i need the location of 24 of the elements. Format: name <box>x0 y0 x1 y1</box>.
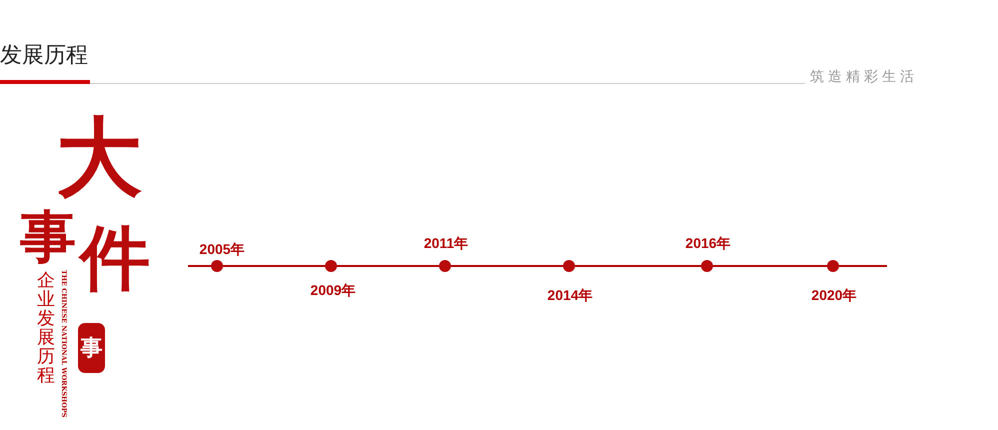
timeline-dot <box>439 260 451 272</box>
timeline-dot <box>325 260 337 272</box>
slogan-text: 筑造精彩生活 <box>810 69 918 85</box>
year-label: 2005年 <box>199 241 245 257</box>
vertical-subtitle: 企业发展历程 <box>37 271 55 385</box>
year-label: 2020年 <box>811 287 857 303</box>
seal-stamp: 事 <box>78 323 105 373</box>
year-label: 2011年 <box>424 235 468 251</box>
calligraphy-character: 事 <box>20 208 76 266</box>
calligraphy-character: 大 <box>56 114 142 202</box>
page-title: 发展历程 <box>0 41 88 69</box>
timeline-line <box>713 265 827 267</box>
timeline-line <box>337 265 439 267</box>
timeline-line <box>575 265 701 267</box>
year-label: 2009年 <box>310 282 356 298</box>
year-label: 2014年 <box>547 287 593 303</box>
timeline-line <box>451 265 563 267</box>
timeline-dot <box>701 260 713 272</box>
timeline-line <box>223 265 325 267</box>
timeline-dot <box>827 260 839 272</box>
year-label: 2016年 <box>685 235 731 251</box>
timeline-dot <box>211 260 223 272</box>
timeline-dot <box>563 260 575 272</box>
calligraphy-character: 件 <box>80 222 150 294</box>
